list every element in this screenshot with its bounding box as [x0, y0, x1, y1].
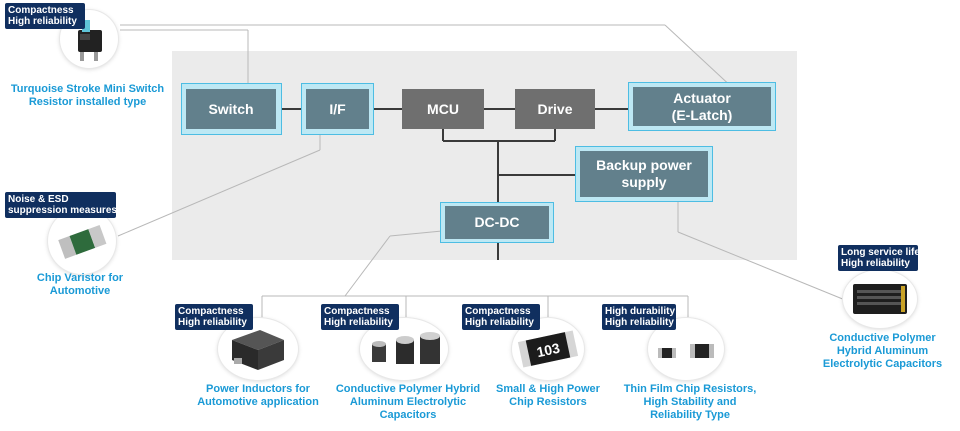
- chip-resistor-caption: Small & High Power Chip Resistors: [496, 383, 600, 408]
- actuator-label-line1: Actuator: [673, 89, 731, 106]
- mcu-label: MCU: [427, 100, 459, 117]
- dcdc-label: DC-DC: [474, 214, 520, 230]
- chip-varistor-image: [48, 208, 116, 274]
- polymer-capacitors-right-icon: [853, 284, 907, 314]
- drive-block: Drive: [515, 89, 595, 129]
- thin-film-resistor-caption: Thin Film Chip Resistors, High Stability…: [623, 383, 757, 421]
- mini-switch-caption: Turquoise Stroke Mini Switch Resistor in…: [10, 83, 165, 108]
- polymer-capacitors-icon: [372, 332, 440, 364]
- interface-block: I/F: [306, 89, 369, 129]
- chip-varistor-icon: [58, 225, 107, 259]
- power-inductor-icon: [232, 330, 284, 370]
- dcdc-block: DC-DC: [445, 206, 549, 239]
- polymer-capacitors-right-caption: Conductive Polymer Hybrid Aluminum Elect…: [822, 332, 943, 370]
- mini-switch-icon: [78, 20, 102, 61]
- backup-label-line1: Backup power: [596, 157, 692, 173]
- thin-film-resistor-icon: [658, 344, 714, 358]
- power-inductor-caption: Power Inductors for Automotive applicati…: [197, 383, 319, 408]
- mini-switch-image: [60, 10, 118, 68]
- switch-label: Switch: [208, 100, 254, 117]
- chip-resistor-badge: Compactness High reliability: [462, 304, 540, 330]
- power-inductor-image: [218, 318, 298, 380]
- actuator-block: Actuator (E-Latch): [633, 87, 771, 126]
- mini-switch-badge: Compactness High reliability: [5, 3, 85, 29]
- polymer-capacitors-right-image: [843, 270, 917, 328]
- chip-varistor-caption: Chip Varistor for Automotive: [36, 272, 124, 297]
- chip-varistor-badge: Noise & ESD suppression measures: [5, 192, 117, 218]
- chip-marking-text: 103: [535, 340, 561, 361]
- interface-label: I/F: [329, 100, 346, 117]
- power-inductor-badge: Compactness High reliability: [175, 304, 253, 330]
- polymer-capacitors-caption: Conductive Polymer Hybrid Aluminum Elect…: [335, 383, 481, 421]
- chip-resistor-icon: 103: [517, 330, 579, 368]
- mcu-block: MCU: [402, 89, 484, 129]
- polymer-capacitors-right-badge: Long service life High reliability: [838, 245, 920, 271]
- drive-label: Drive: [537, 100, 573, 117]
- polymer-capacitors-badge: Compactness High reliability: [321, 304, 399, 330]
- polymer-capacitors-image: [360, 318, 448, 380]
- switch-block: Switch: [186, 89, 276, 129]
- thin-film-resistor-badge: High durability High reliability: [602, 304, 676, 330]
- backup-label-line2: supply: [621, 174, 667, 190]
- actuator-label-line2: (E-Latch): [671, 106, 733, 123]
- backup-power-block: Backup power supply: [580, 151, 708, 197]
